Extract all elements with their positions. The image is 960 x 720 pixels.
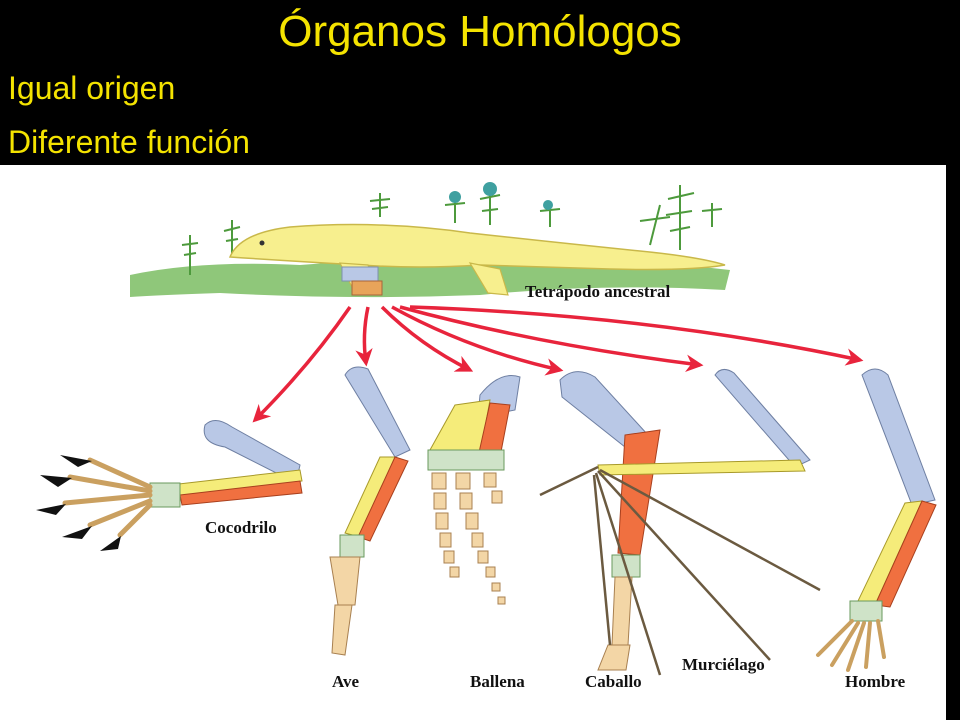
tetrapod-hind-leg: [468, 262, 509, 296]
limb-diagram: Tetrápodo ancestral Cocodrilo Ave: [36, 182, 937, 691]
fern-tops: [449, 182, 553, 210]
ground-plants: [130, 260, 730, 298]
whale-limb: Ballena: [427, 375, 525, 691]
descent-arrows: [252, 305, 864, 423]
homologous-limbs-figure: Tetrápodo ancestral Cocodrilo Ave: [0, 165, 946, 720]
label-whale: Ballena: [470, 672, 525, 691]
tetrapod-eye: [259, 240, 265, 246]
bird-limb: Ave: [329, 366, 411, 691]
ancestral-tetrapod: Tetrápodo ancestral: [130, 182, 730, 301]
tetrapod-humerus: [341, 266, 379, 282]
human-limb: Hombre: [816, 368, 937, 691]
arrow-to-bat: [399, 305, 704, 372]
label-bat: Murciélago: [682, 655, 765, 674]
label-horse: Caballo: [585, 672, 642, 691]
tetrapod-forearm: [351, 280, 383, 296]
arrow-to-bird: [355, 306, 373, 367]
label-human: Hombre: [845, 672, 906, 691]
label-ancestor: Tetrápodo ancestral: [525, 282, 671, 301]
tetrapod-body: [228, 223, 726, 271]
slide-title: Órganos Homólogos: [278, 7, 682, 56]
arrow-to-crocodile: [252, 306, 352, 423]
subtitle-origin: Igual origen: [8, 70, 176, 106]
arrow-to-human: [409, 305, 864, 366]
arrow-to-whale: [380, 305, 474, 372]
label-bird: Ave: [332, 672, 360, 691]
right-edge-strip: [946, 165, 960, 720]
bat-limb: Murciélago: [539, 369, 821, 676]
crocodile-limb: Cocodrilo: [36, 420, 303, 551]
label-crocodile: Cocodrilo: [205, 518, 277, 537]
arrow-to-horse: [391, 305, 564, 376]
subtitle-function: Diferente función: [8, 124, 250, 160]
